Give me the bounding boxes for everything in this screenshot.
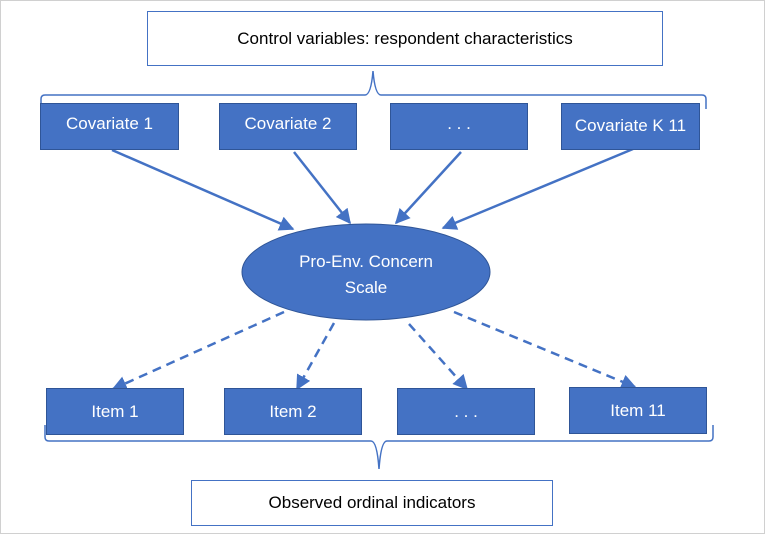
covariate-1-box: Covariate 1 (40, 103, 179, 150)
control-variables-label: Control variables: respondent characteri… (237, 28, 573, 48)
covariate-2-label: Covariate 2 (244, 114, 332, 133)
item-2-box: Item 2 (224, 388, 362, 435)
item-ellipsis-box: . . . (397, 388, 535, 435)
top-brace (40, 70, 707, 109)
item-1-label: Item 1 (91, 401, 139, 421)
covariate-ellipsis-label: . . . (447, 114, 471, 133)
observed-indicators-box: Observed ordinal indicators (191, 480, 553, 526)
observed-indicators-label: Observed ordinal indicators (268, 493, 476, 512)
arrow-item-1 (111, 310, 285, 391)
arrow-covariate-2 (293, 151, 351, 225)
latent-label: Pro-Env. Concern Scale (241, 249, 491, 301)
control-variables-box: Control variables: respondent characteri… (147, 11, 663, 66)
latent-label-line-2: Scale (344, 278, 388, 297)
bottom-brace (44, 425, 714, 470)
arrow-item-2 (295, 322, 336, 391)
arrow-covariate-1 (111, 148, 295, 231)
item-11-label: Item 11 (610, 400, 666, 420)
arrow-item-ellipsis (408, 323, 468, 391)
covariate-1-label: Covariate 1 (66, 114, 153, 133)
covariate-k-label: Covariate K 11 (574, 116, 687, 135)
item-11-box: Item 11 (569, 387, 707, 434)
item-2-label: Item 2 (269, 401, 317, 421)
covariate-k-box: Covariate K 11 (561, 103, 700, 150)
covariate-2-box: Covariate 2 (219, 103, 357, 150)
latent-label-line-1: Pro-Env. Concern (299, 252, 433, 271)
arrow-covariate-ellipsis (394, 151, 462, 225)
latent-ellipse (241, 223, 491, 321)
item-ellipsis-label: . . . (454, 401, 478, 421)
item-1-box: Item 1 (46, 388, 184, 435)
arrow-covariate-k (441, 147, 634, 230)
arrow-item-11 (453, 310, 637, 389)
covariate-ellipsis-box: . . . (390, 103, 528, 150)
